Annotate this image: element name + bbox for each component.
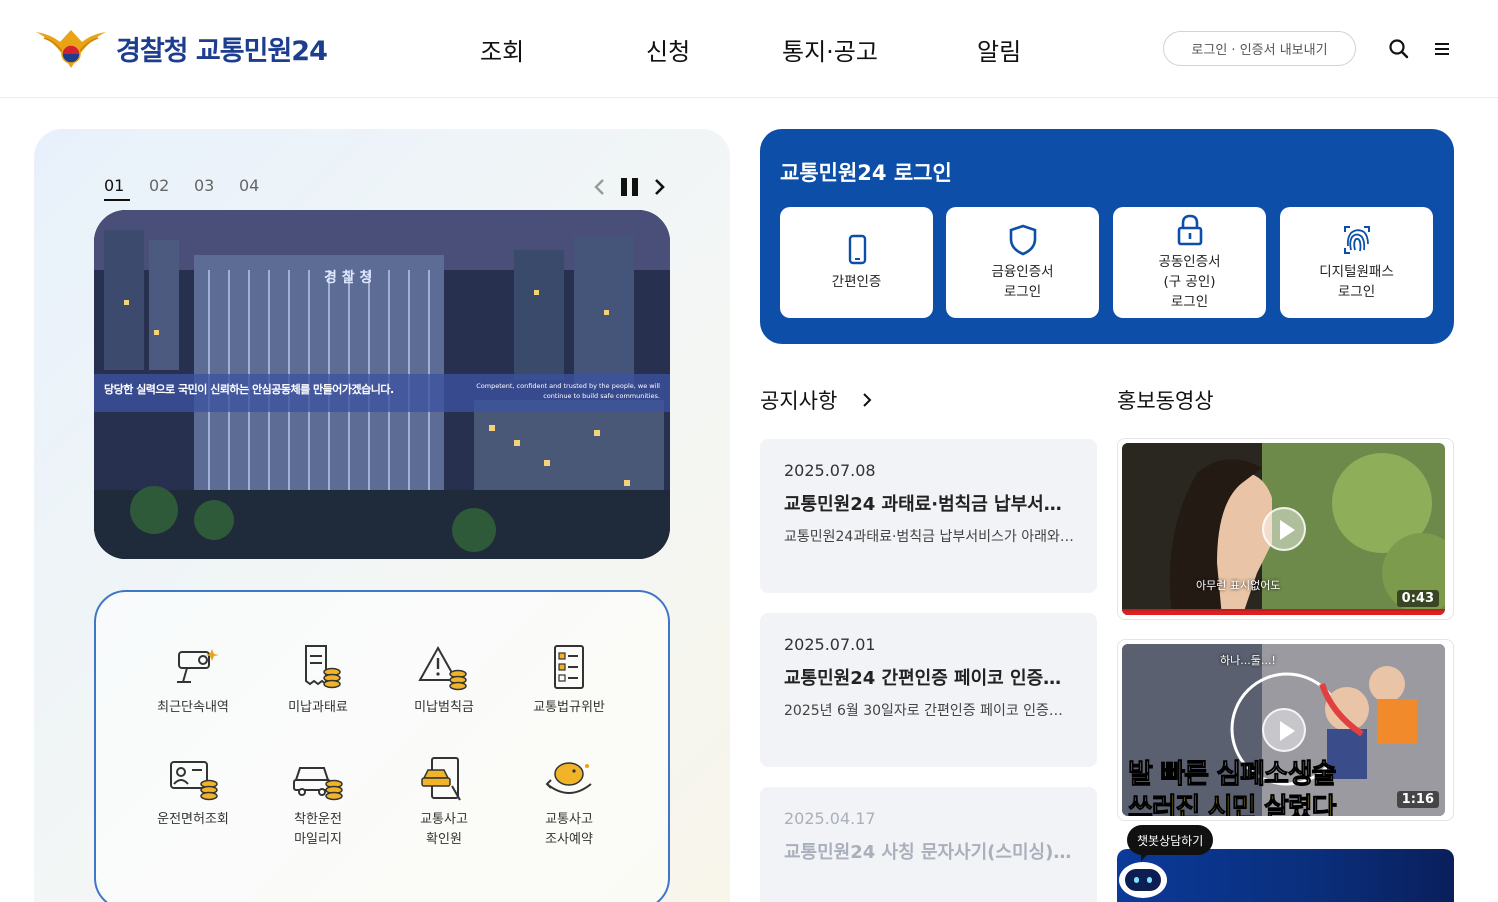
camera-enforcement-icon xyxy=(177,649,219,683)
site-logo[interactable]: 경찰청 교통민원24 xyxy=(34,24,328,72)
notice-item[interactable]: 2025.07.08 교통민원24 과태료·범칙금 납부서비스 개편 안내 교통… xyxy=(760,439,1097,593)
slider-pagination: 01 02 03 04 xyxy=(104,176,284,201)
building-sign: 경 찰 청 xyxy=(324,269,372,286)
search-icon[interactable] xyxy=(1388,38,1410,60)
shield-icon xyxy=(1009,224,1036,255)
video-progress-bar xyxy=(1122,611,1445,615)
notice-desc: 2025년 6월 30일자로 간편인증 페이코 인증서 서비스가 종료되었습니다… xyxy=(784,703,1074,719)
promo-video-2[interactable]: 하나...둘...! 발 빠른 심폐소생술 쓰러진 시민 살렸다 1:16 xyxy=(1117,639,1454,821)
quick-item-unpaid-fine[interactable]: 미납과태료 xyxy=(263,644,373,718)
nav-item-alert[interactable]: 알림 xyxy=(977,38,1022,66)
login-box: 교통민원24 로그인 간편인증 금융인증서 로그인 공동인증서 (구 공인) 로… xyxy=(760,129,1454,344)
login-option-simple-auth[interactable]: 간편인증 xyxy=(780,207,933,318)
nav-item-application[interactable]: 신청 xyxy=(646,38,691,66)
notice-title: 교통민원24 사칭 문자사기(스미싱) 주의 안내 xyxy=(784,842,1074,863)
receipt-coins-icon xyxy=(305,645,341,689)
notice-title: 교통민원24 간편인증 페이코 인증서 서비스 종료 안내 xyxy=(784,668,1074,689)
quick-item-good-driving-mileage[interactable]: 착한운전 마일리지 xyxy=(263,756,373,850)
quick-label: 교통법규위반 xyxy=(533,700,605,715)
notice-section-title[interactable]: 공지사항 xyxy=(760,385,875,415)
id-card-coins-icon xyxy=(170,761,218,801)
quick-menu-box xyxy=(94,590,670,902)
hamburger-menu-icon[interactable] xyxy=(1431,38,1453,60)
login-option-label: 공동인증서 (구 공인) 로그인 xyxy=(1158,253,1221,310)
notice-date: 2025.07.08 xyxy=(784,461,876,480)
quick-item-traffic-violation[interactable]: 교통법규위반 xyxy=(514,644,624,718)
quick-label: 교통사고 확인원 xyxy=(420,812,468,847)
site-header: 경찰청 교통민원24 조회 신청 통지·공고 알림 로그인 · 인증서 내보내기 xyxy=(0,0,1498,98)
chevron-right-icon xyxy=(863,393,872,407)
quick-label: 운전면허조회 xyxy=(157,812,229,827)
notice-item[interactable]: 2025.07.01 교통민원24 간편인증 페이코 인증서 서비스 종료 안내… xyxy=(760,613,1097,767)
cpr-rescue-thumbnail xyxy=(1122,644,1445,816)
quick-label: 미납과태료 xyxy=(288,700,348,715)
piggy-bank-icon xyxy=(545,762,592,794)
video-caption: 아무런 표시없어도 xyxy=(1196,579,1281,592)
fingerprint-icon xyxy=(1343,225,1370,254)
banner-slogan-ko: 당당한 실력으로 국민이 신뢰하는 안심공동체를 만들어가겠습니다. xyxy=(104,383,394,396)
quick-label: 최근단속내역 xyxy=(157,700,229,715)
quick-item-unpaid-penalty[interactable]: 미납범칙금 xyxy=(389,644,499,718)
police-emblem-icon xyxy=(36,30,106,68)
login-option-label: 간편인증 xyxy=(831,273,882,290)
lock-icon xyxy=(1177,214,1202,245)
driver-woman-thumbnail xyxy=(1122,443,1445,615)
warning-coins-icon xyxy=(418,645,467,691)
logo-text: 경찰청 교통민원24 xyxy=(116,35,328,67)
video-small-caption: 하나...둘...! xyxy=(1220,654,1276,667)
login-option-label: 디지털원패스 로그인 xyxy=(1319,263,1394,300)
quick-item-accident-reservation[interactable]: 교통사고 조사예약 xyxy=(514,756,624,850)
slide-tab-3[interactable]: 03 xyxy=(194,176,215,195)
slide-tab-2[interactable]: 02 xyxy=(149,176,170,195)
chatbot-tooltip[interactable]: 챗봇상담하기 xyxy=(1127,825,1214,861)
quick-item-accident-certificate[interactable]: 교통사고 확인원 xyxy=(389,756,499,850)
slide-tab-4[interactable]: 04 xyxy=(239,176,260,195)
chatbot-robot-icon[interactable] xyxy=(1117,858,1169,902)
notice-title-text: 공지사항 xyxy=(760,389,838,413)
play-button-icon[interactable] xyxy=(1261,507,1306,551)
video-duration: 1:16 xyxy=(1396,791,1439,808)
nav-item-inquiry[interactable]: 조회 xyxy=(480,38,525,66)
quick-label: 미납범칙금 xyxy=(414,700,474,715)
notice-title: 교통민원24 과태료·범칙금 납부서비스 개편 안내 xyxy=(784,494,1074,515)
car-coins-icon xyxy=(293,767,343,801)
login-option-joint-cert[interactable]: 공동인증서 (구 공인) 로그인 xyxy=(1113,207,1266,318)
nav-item-notice[interactable]: 통지·공고 xyxy=(782,38,878,66)
slider-pause-icon[interactable] xyxy=(619,176,641,198)
login-cert-export-button[interactable]: 로그인 · 인증서 내보내기 xyxy=(1163,31,1356,66)
accident-document-icon xyxy=(421,757,461,801)
notice-date: 2025.04.17 xyxy=(784,809,876,828)
quick-item-recent-enforcement[interactable]: 최근단속내역 xyxy=(138,644,248,718)
video-thumbnail: 아무런 표시없어도 0:43 xyxy=(1122,443,1445,615)
banner-slogan-en: Competent, confident and trusted by the … xyxy=(476,382,660,400)
slide-tab-1[interactable]: 01 xyxy=(104,176,130,201)
quick-label: 교통사고 조사예약 xyxy=(545,812,593,847)
video-section-title: 홍보동영상 xyxy=(1117,389,1214,413)
banner-slogan-bar xyxy=(94,374,670,412)
main-banner-image[interactable]: 경 찰 청 당당한 실력으로 국민이 신뢰하는 안심공동체를 만들어가겠습니다.… xyxy=(94,210,670,559)
checklist-document-icon xyxy=(554,645,584,689)
login-option-label: 금융인증서 로그인 xyxy=(991,263,1054,300)
quick-item-license-inquiry[interactable]: 운전면허조회 xyxy=(138,756,248,830)
quick-label: 착한운전 마일리지 xyxy=(294,812,342,847)
video-thumbnail: 하나...둘...! 발 빠른 심폐소생술 쓰러진 시민 살렸다 1:16 xyxy=(1122,644,1445,816)
notice-desc: 교통민원24과태료·범칙금 납부서비스가 아래와 같이 개편됩니다. xyxy=(784,529,1074,545)
slider-prev-icon[interactable] xyxy=(589,176,611,198)
video-caption-top: 발 빠른 심폐소생술 xyxy=(1128,759,1338,791)
notice-date: 2025.07.01 xyxy=(784,635,876,654)
login-box-title: 교통민원24 로그인 xyxy=(780,161,952,185)
login-option-financial-cert[interactable]: 금융인증서 로그인 xyxy=(946,207,1099,318)
video-caption-bottom: 쓰러진 시민 살렸다 xyxy=(1128,793,1338,817)
promo-video-1[interactable]: 아무런 표시없어도 0:43 xyxy=(1117,438,1454,620)
login-option-digital-onepass[interactable]: 디지털원패스 로그인 xyxy=(1280,207,1433,318)
notice-item[interactable]: 2025.04.17 교통민원24 사칭 문자사기(스미싱) 주의 안내 xyxy=(760,787,1097,902)
promo-banner[interactable] xyxy=(1117,849,1454,902)
video-duration: 0:43 xyxy=(1396,590,1439,607)
smartphone-icon xyxy=(848,234,866,264)
play-button-icon[interactable] xyxy=(1261,708,1306,752)
slider-next-icon[interactable] xyxy=(649,176,671,198)
